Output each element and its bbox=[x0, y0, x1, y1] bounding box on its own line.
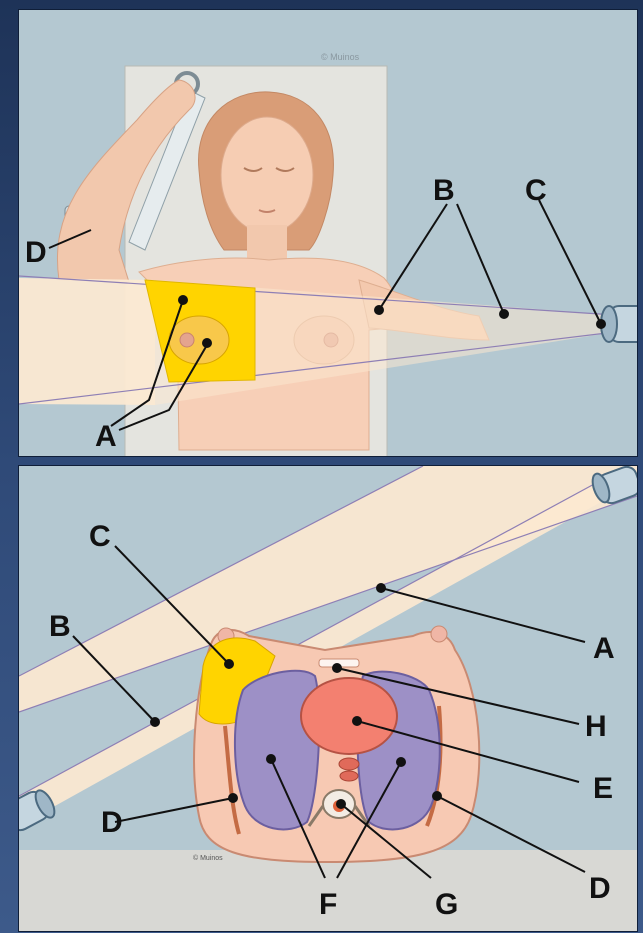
label-e: E bbox=[593, 772, 613, 805]
label-c-dot bbox=[596, 319, 606, 329]
label-a-dot-2 bbox=[202, 338, 212, 348]
bottom-panel-cross-section: A B C D D E F G H © Muinos bbox=[18, 465, 638, 932]
face bbox=[221, 117, 313, 233]
left-lung bbox=[235, 671, 319, 830]
label-g: G bbox=[435, 888, 458, 921]
label-a-dot-1 bbox=[178, 295, 188, 305]
beam-source bbox=[601, 306, 637, 342]
label-f: F bbox=[319, 888, 337, 921]
label-c: C bbox=[89, 520, 111, 553]
credit-text: © Muinos bbox=[193, 854, 223, 862]
label-g-dot bbox=[336, 799, 346, 809]
patient-illustration: A B C D © Muinos bbox=[19, 10, 637, 456]
label-h: H bbox=[585, 710, 607, 743]
label-a: A bbox=[593, 632, 615, 665]
label-e-dot bbox=[352, 716, 362, 726]
label-b: B bbox=[433, 174, 455, 207]
label-b-dot bbox=[150, 717, 160, 727]
label-c: C bbox=[525, 174, 547, 207]
label-d-right-dot bbox=[432, 791, 442, 801]
label-c-dot bbox=[224, 659, 234, 669]
label-a: A bbox=[95, 420, 117, 453]
label-d: D bbox=[25, 236, 47, 269]
beam-left bbox=[19, 278, 155, 405]
label-h-dot bbox=[332, 663, 342, 673]
credit-text: © Muinos bbox=[321, 52, 360, 62]
label-f-dot-1 bbox=[266, 754, 276, 764]
label-b: B bbox=[49, 610, 71, 643]
label-b-dot-1 bbox=[374, 305, 384, 315]
label-f-dot-2 bbox=[396, 757, 406, 767]
label-d-right: D bbox=[589, 872, 611, 905]
label-d-left-dot bbox=[228, 793, 238, 803]
label-a-dot bbox=[376, 583, 386, 593]
label-d-left: D bbox=[101, 806, 123, 839]
cross-section-illustration: A B C D D E F G H © Muinos bbox=[19, 466, 637, 931]
label-b-dot-2 bbox=[499, 309, 509, 319]
heart bbox=[301, 678, 397, 754]
top-panel-patient-view: A B C D © Muinos bbox=[18, 9, 638, 457]
